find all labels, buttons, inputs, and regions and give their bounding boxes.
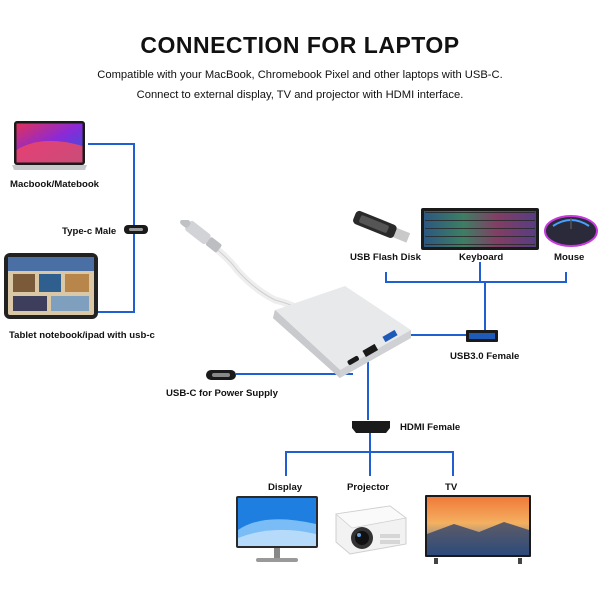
tv-icon [425, 495, 531, 564]
hdmi-icon [352, 421, 390, 433]
mouse-label: Mouse [554, 252, 585, 263]
wire-peripherals-top [385, 272, 567, 283]
usbc-power-label: USB-C for Power Supply [166, 388, 278, 399]
projector-icon [335, 505, 407, 555]
display-label: Display [268, 482, 303, 493]
usbc-hub [175, 217, 415, 380]
usb3-port [466, 330, 498, 342]
tv-device [424, 494, 532, 566]
keyboard-label: Keyboard [459, 252, 504, 263]
projector-device [330, 500, 410, 558]
wire-tablet [98, 230, 135, 313]
mouse-icon [544, 215, 598, 247]
display-device [234, 494, 320, 566]
hdmi-label: HDMI Female [400, 422, 461, 433]
macbook-device [12, 120, 87, 172]
typec-male-label: Type-c Male [62, 226, 117, 237]
monitor-icon [236, 496, 318, 562]
hdmi-port [352, 420, 390, 433]
usb-flash-icon [353, 210, 411, 243]
usb-flash-label: USB Flash Disk [350, 252, 421, 263]
typec-male-connector [124, 225, 148, 234]
keyboard-icon [421, 208, 539, 250]
keyboard-device [421, 208, 539, 250]
subtitle-line-2: Connect to external display, TV and proj… [136, 89, 464, 101]
tv-label: TV [445, 482, 458, 493]
usb-flash-device [350, 210, 412, 246]
laptop-icon [12, 121, 87, 170]
tablet-label: Tablet notebook/ipad with usb-c [9, 330, 155, 341]
projector-label: Projector [347, 482, 390, 493]
mouse-device [543, 212, 599, 248]
tablet-device [3, 252, 99, 320]
macbook-label: Macbook/Matebook [10, 179, 100, 190]
hub-icon [180, 217, 411, 378]
tablet-icon [4, 253, 98, 319]
usb3-label: USB3.0 Female [450, 351, 520, 362]
page-title: CONNECTION FOR LAPTOP [140, 32, 460, 58]
subtitle-line-1: Compatible with your MacBook, Chromebook… [97, 69, 503, 81]
usbc-power-connector [206, 370, 236, 380]
